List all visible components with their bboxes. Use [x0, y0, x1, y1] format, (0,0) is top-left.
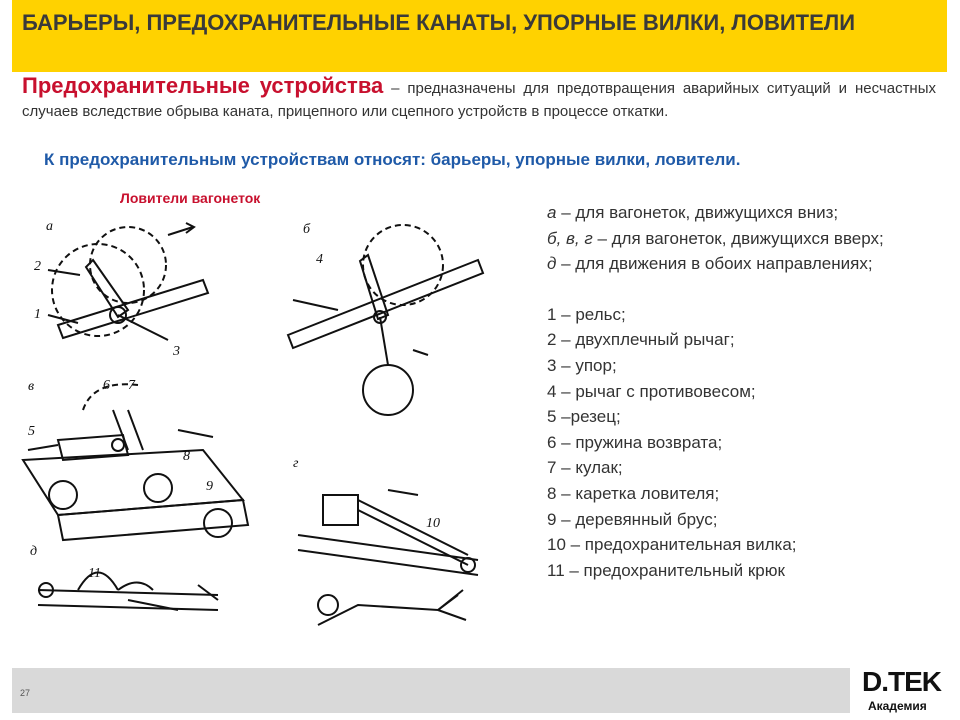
- part-label-9: 9: [206, 479, 213, 494]
- page-number: 27: [20, 688, 31, 698]
- part-label-2: 2: [34, 259, 41, 274]
- panel-c-drawing: [21, 383, 250, 542]
- panel-label-a: а: [46, 219, 53, 234]
- legend-part-1: 1 – рельс;: [547, 304, 626, 324]
- legend-part-2: 2 – двухплечный рычаг;: [547, 330, 735, 350]
- legend-type-a: а – для вагонеток, движущихся вниз;: [547, 203, 839, 222]
- intro-paragraph: Предохранительные устройства – предназна…: [22, 74, 936, 123]
- part-label-7: 7: [128, 378, 136, 393]
- legend-part-7: 7 – кулак;: [547, 458, 623, 478]
- intro-text: – предназначены для предотвращения авари…: [22, 80, 936, 120]
- panel-a-drawing: [47, 222, 210, 341]
- footer-bar: 27: [12, 668, 850, 713]
- panel-label-g: г: [293, 456, 299, 471]
- part-label-3: 3: [172, 344, 180, 359]
- part-label-8: 8: [183, 449, 190, 464]
- logo-main-text: D.TEK: [862, 666, 942, 697]
- dtek-logo: D.TEK Академия: [858, 666, 958, 720]
- part-label-10: 10: [426, 516, 440, 531]
- figure-caption: Ловители вагонеток: [120, 190, 261, 206]
- part-label-1: 1: [34, 307, 41, 322]
- legend-part-9: 9 – деревянный брус;: [547, 509, 718, 529]
- legend-part-5: 5 –резец;: [547, 407, 621, 427]
- legend-part-6: 6 – пружина возврата;: [547, 432, 723, 452]
- legend-type-bvg: б, в, г – для вагонеток, движущихся ввер…: [547, 228, 884, 248]
- panel-label-d: д: [30, 544, 37, 559]
- part-label-6: 6: [103, 378, 110, 393]
- part-label-4: 4: [316, 252, 323, 267]
- panel-label-b: б: [303, 222, 311, 237]
- part-label-11: 11: [88, 566, 101, 581]
- logo-sub-text: Академия: [868, 699, 927, 713]
- title-banner: БАРЬЕРЫ, ПРЕДОХРАНИТЕЛЬНЫЕ КАНАТЫ, УПОРН…: [12, 0, 947, 72]
- figure-legend: а – для вагонеток, движущихся вниз; б, в…: [547, 200, 907, 583]
- panel-label-v: в: [28, 379, 34, 394]
- intro-term: Предохранительные устройства: [22, 73, 384, 98]
- part-label-5: 5: [28, 424, 35, 439]
- page-title: БАРЬЕРЫ, ПРЕДОХРАНИТЕЛЬНЫЕ КАНАТЫ, УПОРН…: [22, 10, 856, 35]
- panel-b-drawing: [286, 224, 485, 416]
- legend-part-11: 11 – предохранительный крюк: [547, 560, 785, 580]
- legend-part-3: 3 – упор;: [547, 355, 617, 375]
- catchers-figure: а б в г д 1 2 3 4 5 6 7 8 9 10 11: [21, 219, 485, 626]
- legend-part-8: 8 – каретка ловителя;: [547, 483, 720, 503]
- subheading: К предохранительным устройствам относят:…: [44, 150, 741, 169]
- panel-d-drawing: [37, 571, 219, 611]
- legend-part-10: 10 – предохранительная вилка;: [547, 535, 797, 555]
- panel-g-drawing: [297, 489, 479, 626]
- legend-part-4: 4 – рычаг с противовесом;: [547, 381, 756, 401]
- legend-type-d: д – для движения в обоих направлениях;: [547, 254, 873, 274]
